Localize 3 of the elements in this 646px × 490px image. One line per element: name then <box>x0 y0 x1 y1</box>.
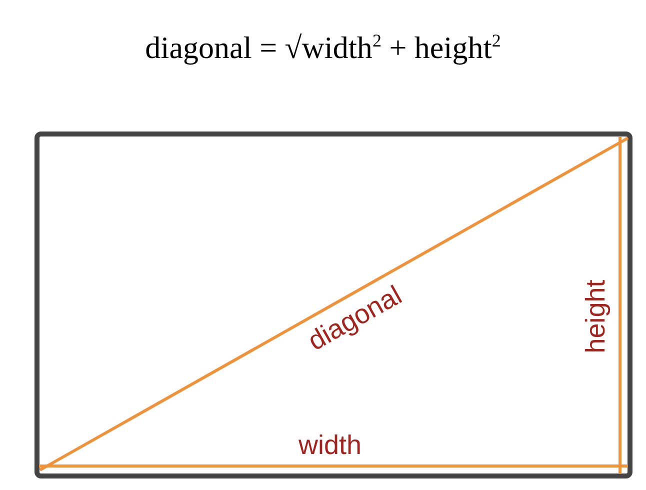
line-label: height <box>582 279 610 353</box>
line-label: width <box>298 432 362 458</box>
formula: diagonal = √width$^{2}$ + height$^{2}$ <box>144 30 502 66</box>
